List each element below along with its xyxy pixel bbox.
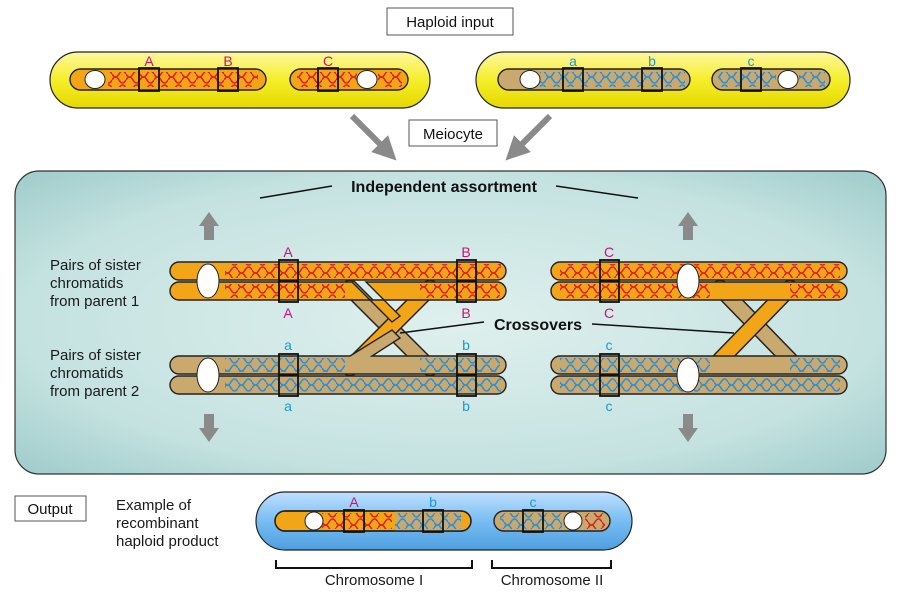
parent2-pairs-label: Pairs of sister chromatids from parent 2 — [50, 347, 141, 400]
output-cell: A b c — [255, 491, 633, 551]
svg-text:Example of: Example of — [116, 497, 192, 514]
gene-label-c-bottom: c — [606, 398, 613, 414]
svg-text:Pairs of sister: Pairs of sister — [50, 347, 141, 364]
svg-text:Crossovers: Crossovers — [494, 317, 582, 334]
gene-label-c-output: c — [530, 494, 537, 510]
svg-text:Chromosome I: Chromosome I — [325, 572, 423, 589]
parent1-haploid-cell: A B C — [49, 51, 431, 109]
svg-text:Meiocyte: Meiocyte — [423, 126, 483, 143]
parent1-pairs-label: Pairs of sister chromatids from parent 1 — [50, 257, 141, 310]
output-label: Output — [14, 495, 87, 522]
chromosome-2-bracket: Chromosome II — [491, 560, 612, 589]
gene-label-C: C — [323, 53, 333, 69]
gene-label-A: A — [144, 53, 154, 69]
svg-text:Haploid input: Haploid input — [406, 14, 494, 31]
svg-text:chromatids: chromatids — [50, 275, 123, 292]
svg-text:from parent 1: from parent 1 — [50, 293, 139, 310]
left-chromatid-set — [169, 259, 507, 397]
gene-label-B: B — [223, 53, 232, 69]
gene-label-b-bottom: b — [462, 398, 470, 414]
output-chromosome-2 — [493, 509, 611, 533]
gene-label-C-top: C — [604, 244, 614, 260]
parent2-chromosome-2 — [711, 67, 831, 92]
meiocyte-cell — [14, 170, 887, 475]
gene-label-b-top: b — [462, 337, 470, 353]
svg-text:Independent assortment: Independent assortment — [351, 179, 537, 196]
svg-text:chromatids: chromatids — [50, 365, 123, 382]
gene-label-a-top: a — [284, 337, 292, 353]
parent1-chromosome-1 — [69, 67, 267, 92]
gene-label-b-output: b — [429, 494, 437, 510]
gene-label-A-top: A — [283, 244, 293, 260]
parent2-haploid-cell: a b c — [475, 51, 851, 109]
gene-label-c-top: c — [606, 337, 613, 353]
svg-text:from parent 2: from parent 2 — [50, 383, 139, 400]
svg-text:Chromosome II: Chromosome II — [501, 572, 604, 589]
gene-label-A-output: A — [349, 494, 359, 510]
output-chromosome-1 — [274, 509, 472, 533]
gene-label-A-bottom: A — [283, 305, 293, 321]
gene-label-C-bottom: C — [604, 305, 614, 321]
gene-label-c: c — [748, 53, 755, 69]
parent2-chromosome-1 — [497, 67, 691, 92]
input-arrows — [349, 113, 553, 161]
gene-label-a: a — [569, 53, 577, 69]
gene-label-b: b — [648, 53, 656, 69]
example-label: Example of recombinant haploid product — [116, 497, 219, 550]
gene-label-B-top: B — [461, 244, 470, 260]
gene-label-B-bottom: B — [461, 305, 470, 321]
chromosome-1-bracket: Chromosome I — [275, 560, 473, 589]
svg-text:recombinant: recombinant — [116, 515, 199, 532]
independent-assortment-label: Independent assortment — [259, 179, 639, 199]
segregation-arrows — [199, 212, 698, 442]
svg-text:Output: Output — [27, 501, 73, 518]
parent1-chromosome-2 — [289, 67, 409, 92]
svg-text:haploid product: haploid product — [116, 533, 219, 550]
svg-text:Pairs of sister: Pairs of sister — [50, 257, 141, 274]
haploid-input-label: Haploid input — [386, 7, 514, 36]
meiocyte-label: Meiocyte — [408, 119, 498, 147]
right-chromatid-set — [550, 259, 848, 397]
crossovers-label: Crossovers — [399, 317, 735, 334]
gene-label-a-bottom: a — [284, 398, 292, 414]
